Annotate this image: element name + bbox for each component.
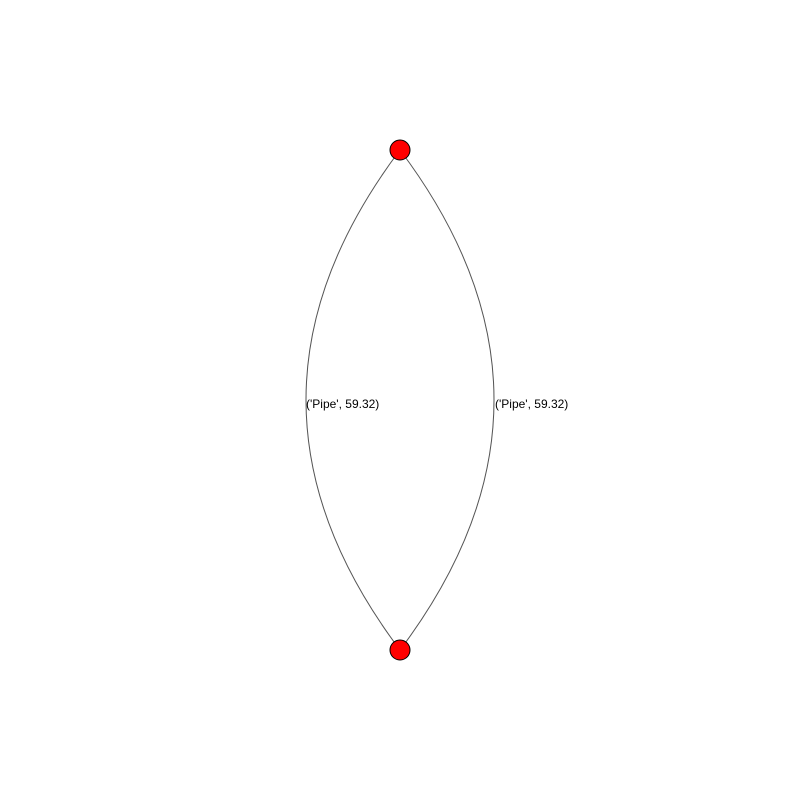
node-top — [389, 139, 411, 161]
node-bottom — [389, 639, 411, 661]
edge-label-left: ('Pipe', 59.32) — [306, 397, 379, 411]
edge-label-right: ('Pipe', 59.32) — [495, 397, 568, 411]
edge-left — [305, 149, 401, 651]
edge-right — [399, 149, 495, 651]
